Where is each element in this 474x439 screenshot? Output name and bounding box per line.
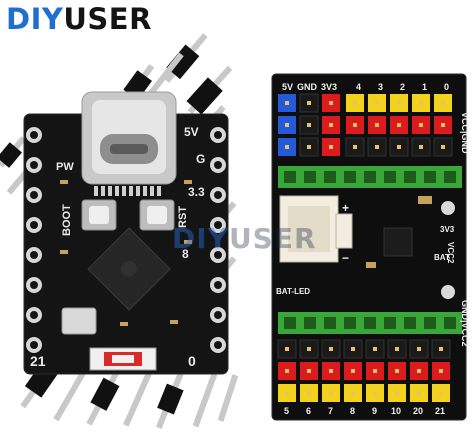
- crystal-oscillator: [61, 307, 97, 335]
- pin-label-6: 6: [306, 406, 311, 416]
- header-label-4: 4: [356, 82, 361, 92]
- label-vcc2-mid: VCC2: [446, 242, 455, 264]
- smd-resistor: [418, 196, 432, 204]
- left-esp32-board: 5V G 3.3 PW BOOT RST 8 21 0: [23, 91, 229, 375]
- header-label-gnd: GND: [297, 82, 318, 92]
- brand-logo-suffix: USER: [63, 2, 152, 36]
- charger-ic: [383, 227, 413, 257]
- pin-label-7: 7: [328, 406, 333, 416]
- label-21: 21: [30, 353, 46, 369]
- header-label-3v3: 3V3: [321, 82, 337, 92]
- label-5v: 5V: [184, 125, 199, 139]
- label-0: 0: [188, 353, 196, 369]
- side-label-vcc-gnd: VCC|GND: [460, 112, 470, 154]
- right-side-pads: [210, 127, 226, 353]
- pin-label-5: 5: [284, 406, 289, 416]
- header-label-3: 3: [378, 82, 383, 92]
- label-minus: −: [342, 251, 349, 265]
- label-3v3-right: 3V3: [440, 225, 455, 234]
- mounting-hole-bottom: [441, 285, 455, 299]
- esp32-chip: [87, 227, 171, 311]
- mounting-hole-top: [441, 201, 455, 215]
- smd-capacitor: [366, 262, 376, 268]
- pin-label-21: 21: [435, 406, 445, 416]
- pin-label-10: 10: [391, 406, 401, 416]
- watermark-prefix: DIY: [172, 222, 229, 255]
- header-label-2: 2: [400, 82, 405, 92]
- top-pin-header: [278, 93, 453, 157]
- usb-pads: [94, 186, 161, 196]
- ceramic-antenna: [89, 347, 157, 371]
- usb-c-connector: [81, 91, 177, 185]
- bottom-female-header: [278, 312, 462, 334]
- label-rst: RST: [177, 206, 189, 228]
- label-plus: +: [342, 201, 349, 215]
- watermark-suffix: USER: [228, 222, 317, 255]
- smd-components: [60, 180, 192, 326]
- label-3v3: 3.3: [188, 185, 205, 199]
- left-side-pads: [26, 127, 42, 353]
- label-bat-led: BAT-LED: [276, 287, 310, 296]
- pin-label-8: 8: [350, 406, 355, 416]
- header-label-1: 1: [422, 82, 427, 92]
- pin-label-9: 9: [372, 406, 377, 416]
- label-pw: PW: [56, 161, 74, 173]
- label-boot: BOOT: [61, 204, 73, 236]
- brand-logo-prefix: DIY: [6, 2, 64, 36]
- battery-connector: [279, 195, 353, 263]
- brand-logo: DIYUSER: [6, 2, 152, 36]
- right-expansion-board: 5V GND 3V3 4 3 2 1 0 VCC|GND: [271, 73, 470, 421]
- label-g: G: [196, 152, 205, 166]
- pin-label-20: 20: [413, 406, 423, 416]
- label-8: 8: [182, 247, 189, 261]
- header-label-0: 0: [444, 82, 449, 92]
- boot-button: [81, 199, 117, 231]
- header-label-5v: 5V: [282, 82, 293, 92]
- top-female-header: [278, 166, 462, 188]
- side-label-gnd-vcc2: GND|VCC2: [460, 300, 470, 347]
- label-bat: BAT: [434, 253, 450, 262]
- watermark: DIYUSER: [172, 222, 317, 255]
- rst-button: [139, 199, 175, 231]
- bottom-pin-header: [277, 339, 451, 402]
